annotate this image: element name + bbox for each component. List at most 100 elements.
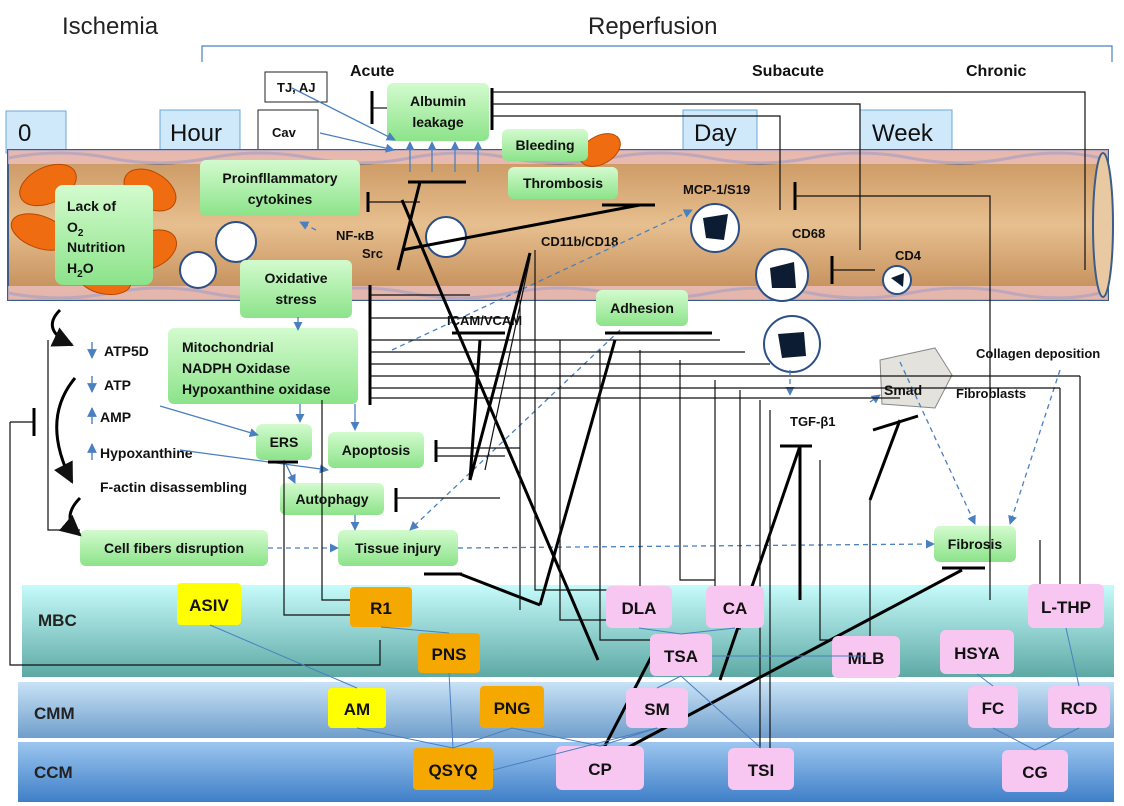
compound-fc: FC [968, 686, 1018, 728]
compound-am: AM [328, 688, 386, 728]
svg-text:leakage: leakage [412, 114, 464, 130]
label-tgf: TGF-β1 [790, 414, 836, 429]
reperfusion-bracket [201, 45, 1113, 62]
label-amp: AMP [100, 409, 131, 425]
svg-text:L-THP: L-THP [1041, 598, 1091, 617]
label-cd68: CD68 [792, 226, 825, 241]
compound-qsyq: QSYQ [413, 748, 493, 790]
svg-text:TSA: TSA [664, 647, 698, 666]
cmm-band [18, 682, 1114, 738]
compound-hsya: HSYA [940, 630, 1014, 674]
svg-text:Oxidative: Oxidative [264, 270, 327, 286]
compound-tsi: TSI [728, 748, 794, 790]
thrombosis-box: Thrombosis [508, 167, 618, 199]
left-bracket [47, 340, 80, 531]
label-hypoxanthine: Hypoxanthine [100, 445, 193, 461]
svg-text:CP: CP [588, 760, 612, 779]
timepoint-0: 0 [5, 110, 67, 154]
tj-aj-box: TJ, AJ [264, 71, 328, 103]
mbc-label: MBC [38, 611, 77, 630]
compound-cg: CG [1002, 750, 1068, 792]
svg-text:CA: CA [723, 599, 748, 618]
cmm-label: CMM [34, 704, 75, 723]
label-icam: ICAM/VCAM [447, 313, 522, 328]
timepoint-hour: Hour [159, 109, 241, 155]
blood-vessel [7, 149, 1114, 301]
compound-asiv: ASIV [177, 583, 241, 625]
proinflammatory-cytokines-box: Proinfllammatory cytokines [200, 160, 360, 216]
compound-mlb: MLB [832, 636, 900, 678]
svg-text:Mitochondrial: Mitochondrial [182, 339, 274, 355]
cascade-arrows [50, 308, 82, 537]
compound-r1: R1 [350, 587, 412, 627]
compound-hierarchy-lines [209, 624, 1080, 771]
asiv-inhibit-line [9, 422, 381, 666]
compound-tsa: TSA [650, 634, 712, 676]
compound-lthp: L-THP [1028, 584, 1104, 628]
svg-text:Bleeding: Bleeding [515, 137, 574, 153]
inhibition-network [268, 88, 1086, 767]
fibrosis-box: Fibrosis [934, 526, 1016, 562]
svg-text:Apoptosis: Apoptosis [342, 442, 411, 458]
compound-rcd: RCD [1048, 686, 1110, 728]
cav-box: Cav [257, 109, 319, 155]
svg-text:Hour: Hour [170, 120, 222, 147]
svg-text:H2O: H2O [67, 260, 94, 280]
leukocyte-nuclei [703, 214, 904, 358]
svg-text:RCD: RCD [1061, 699, 1098, 718]
svg-text:stress: stress [275, 291, 316, 307]
svg-text:Cell fibers disruption: Cell fibers disruption [104, 540, 244, 556]
svg-text:Proinfllammatory: Proinfllammatory [222, 170, 337, 186]
label-atp5d: ATP5D [104, 343, 149, 359]
label-factin: F-actin disassembling [100, 479, 247, 495]
compound-ca: CA [706, 586, 764, 628]
svg-text:R1: R1 [370, 599, 392, 618]
smad-box: Smad [879, 347, 953, 409]
label-collagen: Collagen deposition [976, 346, 1100, 361]
compound-png: PNG [480, 686, 544, 728]
svg-text:cytokines: cytokines [248, 191, 313, 207]
label-cd11b: CD11b/CD18 [541, 234, 618, 249]
compound-sm: SM [626, 688, 688, 728]
svg-text:Thrombosis: Thrombosis [523, 175, 603, 191]
tissue-injury-box: Tissue injury [338, 530, 458, 566]
phase-chronic: Chronic [966, 63, 1027, 80]
svg-text:Tissue injury: Tissue injury [355, 540, 441, 556]
svg-text:Week: Week [872, 120, 934, 147]
albumin-leakage-box: Albumin leakage [387, 83, 489, 141]
svg-text:ASIV: ASIV [189, 596, 229, 615]
svg-text:NADPH Oxidase: NADPH Oxidase [182, 360, 290, 376]
ers-box: ERS [256, 424, 312, 460]
svg-text:O2: O2 [67, 219, 84, 239]
mitochondrial-box: Mitochondrial NADPH Oxidase Hypoxanthine… [168, 328, 358, 404]
label-nfkb: NF-κB [336, 228, 374, 243]
svg-text:Nutrition: Nutrition [67, 239, 125, 255]
svg-text:HSYA: HSYA [954, 644, 1000, 663]
svg-text:AM: AM [344, 700, 370, 719]
label-atp: ATP [104, 377, 131, 393]
compound-pns: PNS [418, 633, 480, 673]
adhesion-box: Adhesion [596, 290, 688, 326]
cell-fibers-disruption-box: Cell fibers disruption [80, 530, 268, 566]
ischemia-title: Ischemia [62, 13, 159, 40]
promotion-arrows [159, 87, 1061, 553]
svg-text:FC: FC [982, 699, 1005, 718]
bleeding-box: Bleeding [502, 129, 588, 161]
timepoint-week: Week [859, 109, 953, 155]
timepoint-day: Day [682, 109, 758, 155]
svg-text:Lack of: Lack of [67, 198, 116, 214]
svg-text:Albumin: Albumin [410, 93, 466, 109]
svg-text:DLA: DLA [622, 599, 657, 618]
svg-text:CG: CG [1022, 763, 1048, 782]
svg-text:ERS: ERS [270, 434, 299, 450]
compound-cp: CP [556, 746, 644, 790]
oxidative-stress-box: Oxidative stress [240, 260, 352, 318]
svg-text:Autophagy: Autophagy [295, 491, 368, 507]
reperfusion-title: Reperfusion [588, 13, 717, 40]
svg-text:Cav: Cav [272, 125, 297, 140]
compound-dla: DLA [606, 586, 672, 628]
svg-text:TSI: TSI [748, 761, 774, 780]
phase-acute: Acute [350, 63, 395, 80]
phase-subacute: Subacute [752, 63, 824, 80]
